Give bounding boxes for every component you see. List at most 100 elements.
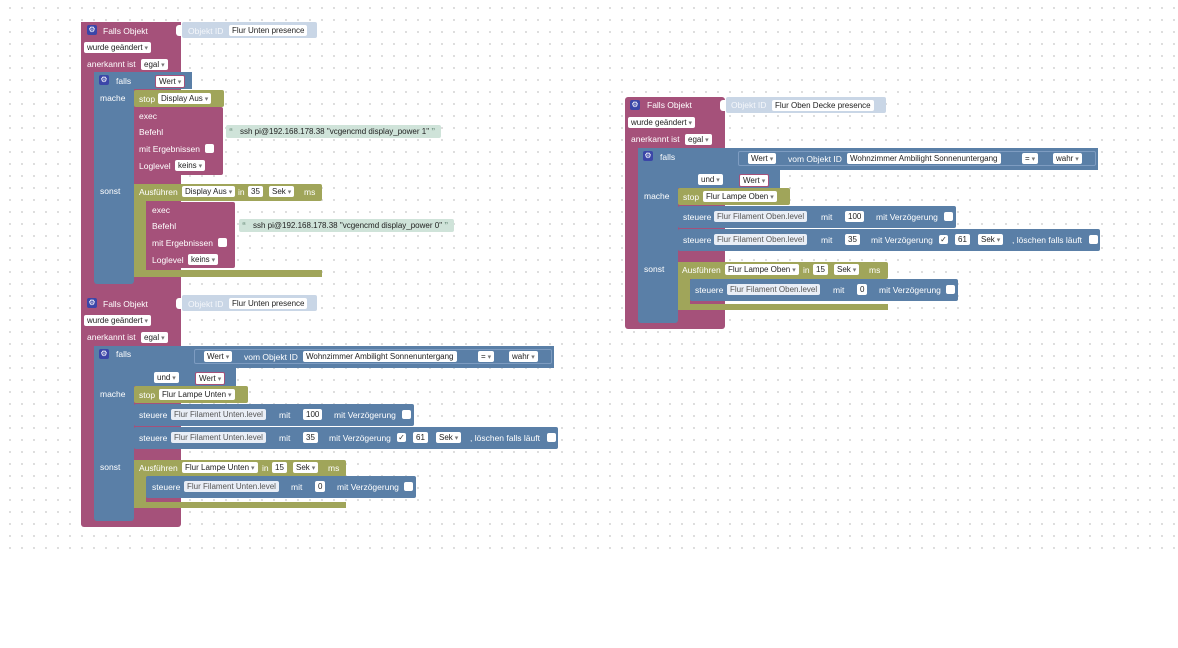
wert-dropdown[interactable]: Wert [195,372,226,385]
objekt-id-label: Objekt ID [731,100,767,110]
wert-dropdown[interactable]: Wert [155,75,186,88]
sonst-label: sonst [644,264,665,274]
delay-checkbox[interactable]: ✓ [397,433,406,442]
gear-icon[interactable]: ⚙ [643,151,653,161]
results-checkbox[interactable] [218,238,227,247]
objekt-id-label: Objekt ID [188,299,224,309]
operator-dropdown[interactable]: = [1022,153,1039,164]
in-label: in [803,265,810,275]
gear-icon[interactable]: ⚙ [87,298,97,308]
falls-objekt-label: Falls Objekt [103,299,148,309]
delay-checkbox[interactable] [404,482,413,491]
value-field[interactable]: 0 [857,284,868,295]
value-field[interactable]: 100 [845,211,865,222]
device-field[interactable]: Flur Filament Unten.level [184,481,279,492]
gear-icon[interactable]: ⚙ [99,75,109,85]
falls-objekt-label: Falls Objekt [103,26,148,36]
in-label: in [262,463,269,473]
mit-label: mit [279,410,291,420]
command-string-off[interactable]: ssh pi@192.168.178.38 "vcgencmd display_… [239,219,455,232]
unit-dropdown[interactable]: Sek [269,186,295,197]
gear-icon[interactable]: ⚙ [630,100,640,110]
anerkannt-label: anerkannt ist [87,59,136,69]
ack-dropdown[interactable]: egal [141,332,168,343]
loglevel-dropdown[interactable]: keins [188,254,219,265]
befehl-label: Befehl [139,127,164,137]
mache-label: mache [100,93,126,103]
delay-checkbox[interactable] [402,410,411,419]
value-field[interactable]: 100 [303,409,323,420]
stop-target-dropdown[interactable]: Display Aus [158,93,212,104]
and-dropdown[interactable]: und [698,174,723,185]
object-id-field[interactable]: Flur Unten presence [229,25,308,36]
clear-checkbox[interactable] [547,433,556,442]
mit-ergebnissen-label: mit Ergebnissen [139,144,200,154]
verzoegerung-label: mit Verzögerung [871,235,933,245]
stop-target-dropdown[interactable]: Flur Lampe Oben [703,191,777,202]
loglevel-dropdown[interactable]: keins [175,160,206,171]
falls-label: falls [660,152,676,162]
value-field[interactable]: 35 [303,432,318,443]
device-field[interactable]: Flur Filament Oben.level [727,284,821,295]
sonst-label: sonst [100,186,121,196]
timer-value-field[interactable]: 15 [813,264,828,275]
delay-checkbox[interactable]: ✓ [939,235,948,244]
unit-dropdown[interactable]: Sek [293,462,319,473]
delay-value-field[interactable]: 61 [955,234,970,245]
clear-checkbox[interactable] [1089,235,1098,244]
change-dropdown[interactable]: wurde geändert [84,42,152,53]
ausfuehren-label: Ausführen [139,187,178,197]
timer-value-field[interactable]: 15 [272,462,287,473]
wert-dropdown[interactable]: Wert [739,174,770,187]
ack-dropdown[interactable]: egal [685,134,712,145]
change-dropdown[interactable]: wurde geändert [628,117,696,128]
befehl-label: Befehl [152,221,177,231]
cond-object-field[interactable]: Wohnzimmer Ambilight Sonnenuntergang [303,351,457,362]
bool-dropdown[interactable]: wahr [1053,153,1082,164]
mit-label: mit [821,212,833,222]
wert-dropdown[interactable]: Wert [748,153,777,164]
timer-name-field[interactable]: Flur Lampe Unten [182,462,258,473]
device-field[interactable]: Flur Filament Oben.level [714,211,808,222]
device-field[interactable]: Flur Filament Oben.level [714,234,808,245]
exec-label: exec [139,111,157,121]
cond-object-field[interactable]: Wohnzimmer Ambilight Sonnenuntergang [847,153,1001,164]
mit-ergebnissen-label: mit Ergebnissen [152,238,213,248]
steuere-label: steuere [139,433,168,443]
anerkannt-label: anerkannt ist [631,134,680,144]
command-string-on[interactable]: ssh pi@192.168.178.38 "vcgencmd display_… [226,125,442,138]
results-checkbox[interactable] [205,144,214,153]
ack-dropdown[interactable]: egal [141,59,168,70]
gear-icon[interactable]: ⚙ [99,349,109,359]
in-label: in [238,187,245,197]
ausfuehren-label: Ausführen [139,463,178,473]
object-id-field[interactable]: Flur Oben Decke presence [772,100,874,111]
timer-value-field[interactable]: 35 [248,186,263,197]
blockly-workspace[interactable]: ⚙ Falls Objekt Objekt ID Flur Unten pres… [0,0,1178,555]
delay-checkbox[interactable] [944,212,953,221]
timer-name-field[interactable]: Flur Lampe Oben [725,264,799,275]
value-field[interactable]: 35 [845,234,860,245]
device-field[interactable]: Flur Filament Unten.level [171,409,266,420]
value-field[interactable]: 0 [315,481,326,492]
timer-name-field[interactable]: Display Aus [182,186,236,197]
delay-checkbox[interactable] [946,285,955,294]
gear-icon[interactable]: ⚙ [87,25,97,35]
unit-dropdown[interactable]: Sek [436,432,462,443]
object-id-field[interactable]: Flur Unten presence [229,298,308,309]
falls-label: falls [116,76,132,86]
steuere-label: steuere [152,482,181,492]
steuere-label: steuere [683,235,712,245]
bool-dropdown[interactable]: wahr [509,351,538,362]
delay-value-field[interactable]: 61 [413,432,428,443]
unit-dropdown[interactable]: Sek [978,234,1004,245]
unit-dropdown[interactable]: Sek [834,264,860,275]
and-dropdown[interactable]: und [154,372,179,383]
sonst-label: sonst [100,462,121,472]
stop-target-dropdown[interactable]: Flur Lampe Unten [159,389,235,400]
mache-label: mache [644,191,670,201]
operator-dropdown[interactable]: = [478,351,495,362]
wert-dropdown[interactable]: Wert [204,351,233,362]
change-dropdown[interactable]: wurde geändert [84,315,152,326]
device-field[interactable]: Flur Filament Unten.level [171,432,266,443]
